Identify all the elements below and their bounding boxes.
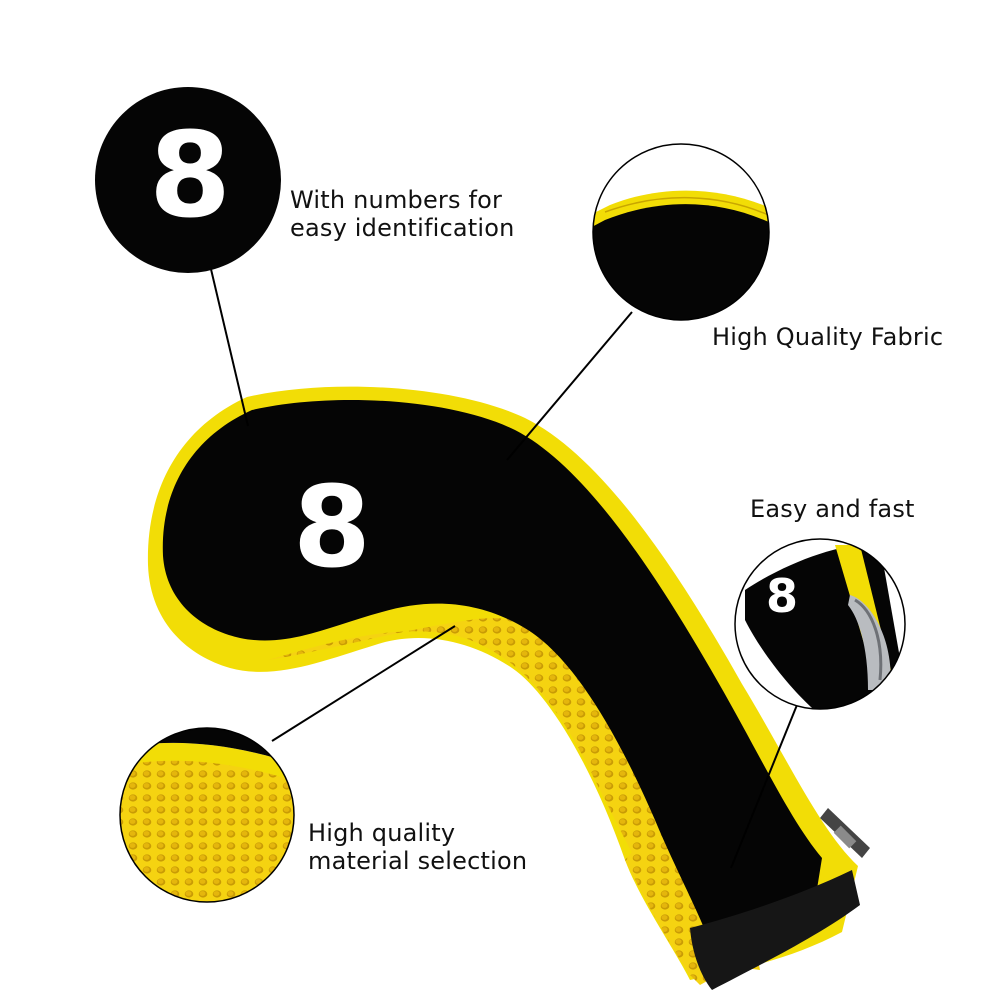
leader-line-material <box>271 625 456 742</box>
cover-number: 8 <box>293 463 371 593</box>
cover-zipper-base <box>690 870 860 990</box>
leader-line-numbers <box>205 247 249 427</box>
callout-fabric: High Quality Fabric <box>712 323 943 351</box>
leader-lines <box>205 247 800 869</box>
callout-fabric-text: High Quality Fabric <box>712 323 944 351</box>
detail-circle-number: 8 <box>95 87 281 273</box>
callout-material-line2: material selection <box>308 847 528 875</box>
callout-easy: Easy and fast <box>750 495 915 523</box>
callout-numbers: With numbers for easy identification <box>290 186 515 242</box>
detail-circle-mesh <box>119 727 295 903</box>
iron-cover: 8 <box>147 386 870 990</box>
callout-easy-text: Easy and fast <box>750 495 915 523</box>
detail-circle-fabric <box>592 143 770 321</box>
callout-numbers-line2: easy identification <box>290 214 515 242</box>
detail-number: 8 <box>149 106 231 244</box>
callout-numbers-line1: With numbers for <box>290 186 503 214</box>
zipper-detail-number: 8 <box>766 569 798 623</box>
callout-material: High quality material selection <box>308 819 527 875</box>
detail-circle-zipper: 8 <box>734 538 906 710</box>
leader-line-easy <box>730 699 800 869</box>
callout-material-line1: High quality <box>308 819 456 847</box>
cover-black-front <box>162 399 823 949</box>
leader-line-fabric <box>506 311 633 461</box>
